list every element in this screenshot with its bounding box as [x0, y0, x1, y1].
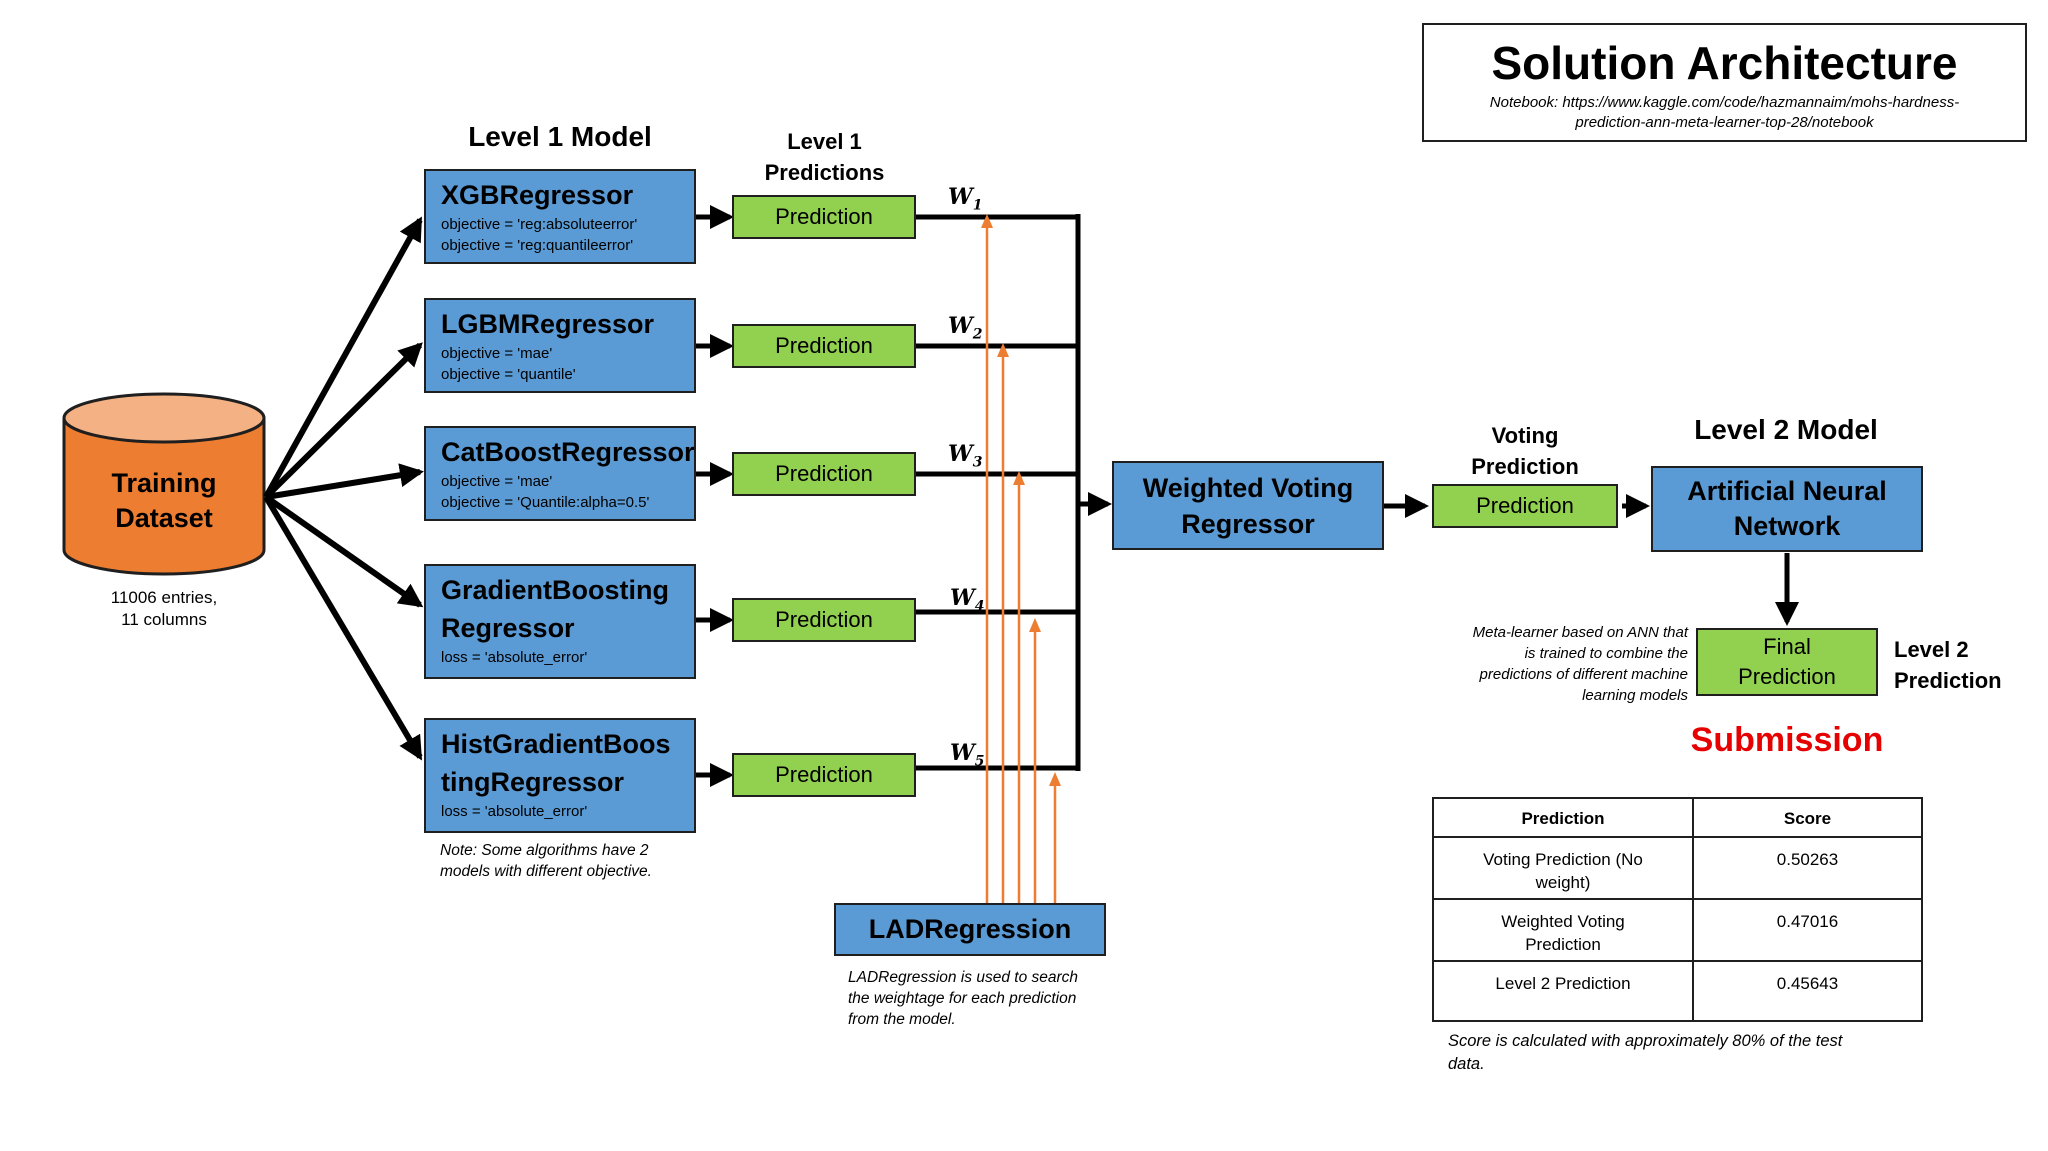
- model-box-gradientboosting: GradientBoosting Regressor loss = 'absol…: [424, 564, 696, 679]
- level2-flow-arrows: [1384, 494, 1799, 626]
- weight-label-4: W4: [950, 585, 985, 615]
- final-prediction-box: Final Prediction: [1696, 628, 1878, 696]
- score-table-header: Prediction Score: [1432, 797, 1923, 838]
- voting-prediction-heading: Voting Prediction: [1471, 423, 1579, 479]
- weight-label-1: W1: [948, 184, 983, 214]
- title-box: Solution Architecture Notebook: https://…: [1422, 23, 2027, 142]
- models-note: Note: Some algorithms have 2 models with…: [440, 842, 652, 880]
- model-to-prediction-arrows: [694, 205, 734, 787]
- prediction-box-1: Prediction: [732, 195, 916, 239]
- table-cell-score: 0.47016: [1692, 898, 1923, 962]
- meta-learner-note: Meta-learner based on ANN that is traine…: [1472, 624, 1688, 704]
- table-row: Voting Prediction (No weight) 0.50263: [1432, 836, 1923, 900]
- prediction-box-5: Prediction: [732, 753, 916, 797]
- weighted-voting-regressor-box: Weighted Voting Regressor: [1112, 461, 1384, 550]
- ann-box: Artificial Neural Network: [1651, 466, 1923, 552]
- table-cell-score: 0.45643: [1692, 960, 1923, 1022]
- model-box-catboost: CatBoostRegressor objective = 'mae' obje…: [424, 426, 696, 521]
- prediction-box-2: Prediction: [732, 324, 916, 368]
- model-box-lgbm: LGBMRegressor objective = 'mae' objectiv…: [424, 298, 696, 393]
- page-title: Solution Architecture: [1491, 37, 1958, 89]
- prediction-box-3: Prediction: [732, 452, 916, 496]
- level2-prediction-label: Level 2 Prediction: [1894, 637, 2002, 693]
- notebook-link-line2: prediction-ann-meta-learner-top-28/noteb…: [1575, 114, 1874, 131]
- score-table-header-score: Score: [1692, 797, 1923, 838]
- prediction-box-4: Prediction: [732, 598, 916, 642]
- table-cell-prediction: Weighted Voting Prediction: [1432, 898, 1694, 962]
- training-dataset-cylinder: [62, 392, 266, 576]
- score-table: Prediction Score Voting Prediction (No w…: [1432, 797, 1923, 1022]
- dataset-to-models-arrows: [263, 216, 424, 761]
- table-cell-prediction: Level 2 Prediction: [1432, 960, 1694, 1022]
- notebook-link-line1: Notebook: https://www.kaggle.com/code/ha…: [1489, 94, 1960, 111]
- model-box-histgradientboosting: HistGradientBoos tingRegressor loss = 'a…: [424, 718, 696, 833]
- table-cell-prediction: Voting Prediction (No weight): [1432, 836, 1694, 900]
- level1-model-heading: Level 1 Model: [468, 121, 652, 152]
- weight-label-3: W3: [948, 441, 983, 471]
- score-note: Score is calculated with approximately 8…: [1448, 1032, 1843, 1073]
- lad-regression-box: LADRegression: [834, 903, 1106, 956]
- table-row: Level 2 Prediction 0.45643: [1432, 960, 1923, 1022]
- weight-label-5: W5: [950, 740, 985, 770]
- lad-note: LADRegression is used to search the weig…: [848, 969, 1079, 1028]
- level2-model-heading: Level 2 Model: [1694, 414, 1878, 445]
- voting-prediction-box: Prediction: [1432, 484, 1618, 528]
- lad-weight-arrows: [981, 214, 1061, 903]
- prediction-bus-lines: [916, 214, 1112, 771]
- submission-label: Submission: [1690, 721, 1884, 759]
- score-table-header-prediction: Prediction: [1432, 797, 1694, 838]
- level1-predictions-heading: Level 1 Predictions: [764, 129, 885, 185]
- table-row: Weighted Voting Prediction 0.47016: [1432, 898, 1923, 962]
- weight-label-2: W2: [948, 313, 983, 343]
- training-dataset-caption: 11006 entries, 11 columns: [110, 588, 218, 629]
- training-dataset-label: Training Dataset: [111, 468, 217, 533]
- table-cell-score: 0.50263: [1692, 836, 1923, 900]
- model-box-xgb: XGBRegressor objective = 'reg:absoluteer…: [424, 169, 696, 264]
